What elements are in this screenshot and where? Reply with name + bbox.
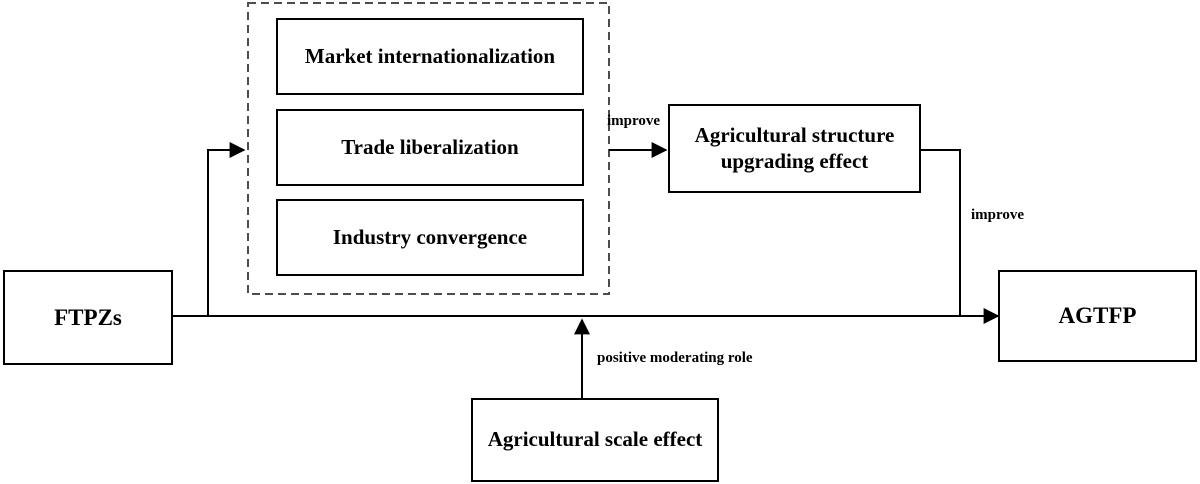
moderating-role-label: positive moderating role: [597, 350, 753, 366]
arrow-structure-to-agtfp: [921, 149, 961, 316]
branch-arrow-to-mechanisms: [207, 142, 246, 316]
ftpzs-box: FTPZs: [3, 270, 173, 365]
trade-liberalization-box: Trade liberalization: [276, 109, 584, 186]
agtfp-label: AGTFP: [1058, 303, 1137, 329]
scale-effect-label: Agricultural scale effect: [487, 427, 703, 452]
ftpzs-label: FTPZs: [54, 304, 122, 330]
market-internationalization-label: Market internationalization: [304, 43, 556, 68]
industry-convergence-label: Industry convergence: [332, 224, 528, 249]
structure-upgrading-box: Agricultural structure upgrading effect: [668, 104, 921, 193]
mechanism-group-dashed-box: [247, 2, 610, 295]
trade-liberalization-label: Trade liberalization: [341, 134, 519, 159]
scale-effect-box: Agricultural scale effect: [471, 398, 719, 482]
market-internationalization-box: Market internationalization: [276, 18, 584, 95]
structure-upgrading-label: Agricultural structure upgrading effect: [694, 123, 895, 173]
improve-label-2: improve: [971, 207, 1025, 223]
agtfp-box: AGTFP: [998, 270, 1197, 362]
improve-label-1: improve: [607, 113, 661, 129]
industry-convergence-box: Industry convergence: [276, 199, 584, 276]
